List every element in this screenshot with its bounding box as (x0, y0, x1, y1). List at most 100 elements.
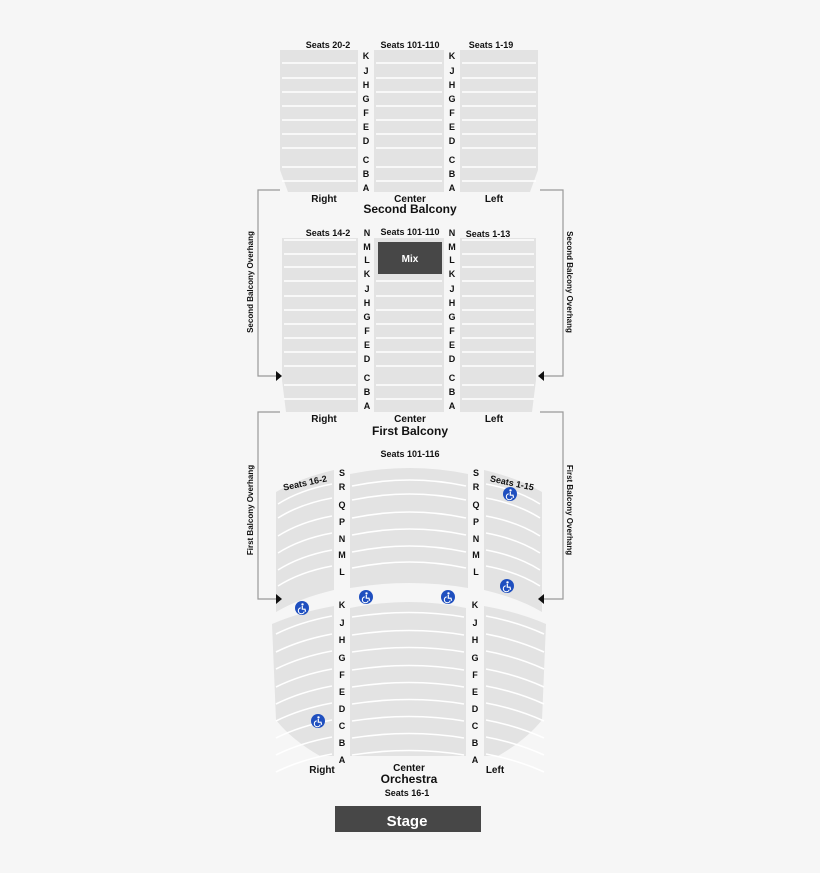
orchestra-row-label: S (473, 468, 479, 478)
first-balcony-row-label: G (448, 312, 455, 322)
second-balcony-row-label: C (449, 155, 456, 165)
orchestra-row-label: E (472, 687, 478, 697)
orchestra-row-divider (351, 545, 467, 553)
second-balcony-seats-left: Seats 1-19 (469, 40, 514, 50)
second-balcony-right-block[interactable] (280, 50, 358, 192)
wheelchair-icon[interactable] (295, 601, 309, 615)
orchestra-row-divider (485, 685, 545, 705)
orchestra-row-divider (485, 497, 541, 519)
first-balcony-left-block[interactable] (460, 238, 536, 412)
orchestra-upper-left-block[interactable] (484, 470, 542, 612)
orchestra-row-label: B (339, 738, 346, 748)
first-balcony-section-center: Center (394, 414, 426, 425)
orchestra-row-divider (351, 528, 467, 536)
second-balcony-center-block[interactable] (374, 50, 444, 192)
second-balcony-left-block[interactable] (460, 50, 538, 192)
first-balcony-row-label: K (449, 269, 456, 279)
stage-label: Stage (387, 813, 428, 830)
orchestra-row-divider (485, 702, 545, 722)
second-balcony-row-label: G (362, 94, 369, 104)
orchestra-row-label: L (473, 567, 479, 577)
second-balcony-title: Second Balcony (363, 202, 457, 216)
orchestra-row-divider (485, 719, 545, 739)
arrow-left-icon (538, 371, 544, 381)
wheelchair-icon[interactable] (500, 579, 514, 593)
orchestra-row-label: H (472, 635, 479, 645)
second-balcony-row-label: E (363, 122, 369, 132)
second-balcony-row-label: F (363, 108, 369, 118)
orchestra-row-label: N (473, 534, 480, 544)
arrow-right-icon (276, 371, 282, 381)
orchestra-lower-left-block[interactable] (484, 606, 546, 756)
second-balcony-row-label: B (449, 169, 456, 179)
orchestra-row-divider (351, 732, 465, 739)
wheelchair-icon[interactable] (311, 714, 325, 728)
first-balcony-seats-center: Seats 101-110 (380, 227, 439, 237)
second-balcony-row-label: H (449, 80, 456, 90)
orchestra-row-divider (277, 549, 333, 571)
orchestra-row-divider (275, 668, 333, 688)
stage[interactable] (335, 806, 481, 832)
orchestra-row-divider (485, 736, 545, 756)
first-balcony-row-label: L (449, 255, 455, 265)
first-overhang-bracket-left (257, 411, 280, 600)
second-balcony-row-label: E (449, 122, 455, 132)
first-balcony-row-label: D (364, 354, 371, 364)
orchestra-title: Orchestra (381, 772, 438, 786)
wheelchair-icon[interactable] (359, 590, 373, 604)
mix-box (378, 242, 442, 274)
first-balcony-seats-right: Seats 14-2 (306, 228, 351, 238)
orchestra-upper-right-block[interactable] (276, 470, 334, 612)
first-balcony-row-label: G (363, 312, 370, 322)
orchestra-row-divider (277, 565, 333, 587)
first-balcony-title: First Balcony (372, 424, 448, 438)
orchestra-upper-center-block[interactable] (350, 468, 468, 588)
second-balcony-row-label: D (449, 136, 456, 146)
orchestra-row-divider (275, 633, 333, 653)
first-balcony-row-label: F (364, 326, 370, 336)
second-balcony-row-label: F (449, 108, 455, 118)
orchestra-row-label: S (339, 468, 345, 478)
orchestra-row-label: F (472, 670, 478, 680)
orchestra-row-label: J (472, 618, 477, 628)
orchestra-row-divider (485, 650, 545, 670)
orchestra-lower-right-block[interactable] (272, 606, 334, 756)
orchestra-row-divider (275, 650, 333, 670)
first-balcony-row-label: L (364, 255, 370, 265)
first-overhang-bracket-right (540, 411, 564, 600)
first-balcony-section-left: Left (485, 414, 504, 425)
orchestra-row-label: E (339, 687, 345, 697)
orchestra-row-divider (351, 561, 467, 569)
orchestra-row-label: R (339, 482, 346, 492)
second-balcony-row-label: K (363, 51, 370, 61)
orchestra-row-label: K (472, 600, 479, 610)
orchestra-row-divider (351, 664, 465, 671)
second-overhang-label-right: Second Balcony Overhang (565, 231, 574, 333)
first-balcony-right-block[interactable] (282, 238, 358, 412)
first-balcony-row-label: N (449, 228, 456, 238)
orchestra-row-label: M (338, 550, 346, 560)
first-balcony-row-label: A (364, 401, 371, 411)
first-balcony-section-right: Right (311, 414, 337, 425)
orchestra-row-label: R (473, 482, 480, 492)
orchestra-row-divider (351, 749, 465, 756)
wheelchair-icon[interactable] (503, 487, 517, 501)
orchestra-row-label: Q (472, 500, 479, 510)
orchestra-row-divider (351, 646, 465, 653)
wheelchair-icon[interactable] (441, 590, 455, 604)
first-balcony-row-label: F (449, 326, 455, 336)
orchestra-row-divider (351, 715, 465, 722)
orchestra-row-divider (277, 497, 333, 519)
orchestra-row-divider (485, 615, 545, 635)
first-balcony-row-label: H (364, 298, 371, 308)
first-balcony-row-label: C (364, 373, 371, 383)
orchestra-row-divider (275, 615, 333, 635)
first-balcony-row-label: J (364, 284, 369, 294)
orchestra-row-divider (275, 685, 333, 705)
orchestra-row-divider (351, 629, 465, 636)
orchestra-row-divider (485, 565, 541, 587)
first-balcony-row-label: J (449, 284, 454, 294)
orchestra-row-divider (485, 668, 545, 688)
first-balcony-row-label: B (449, 387, 456, 397)
